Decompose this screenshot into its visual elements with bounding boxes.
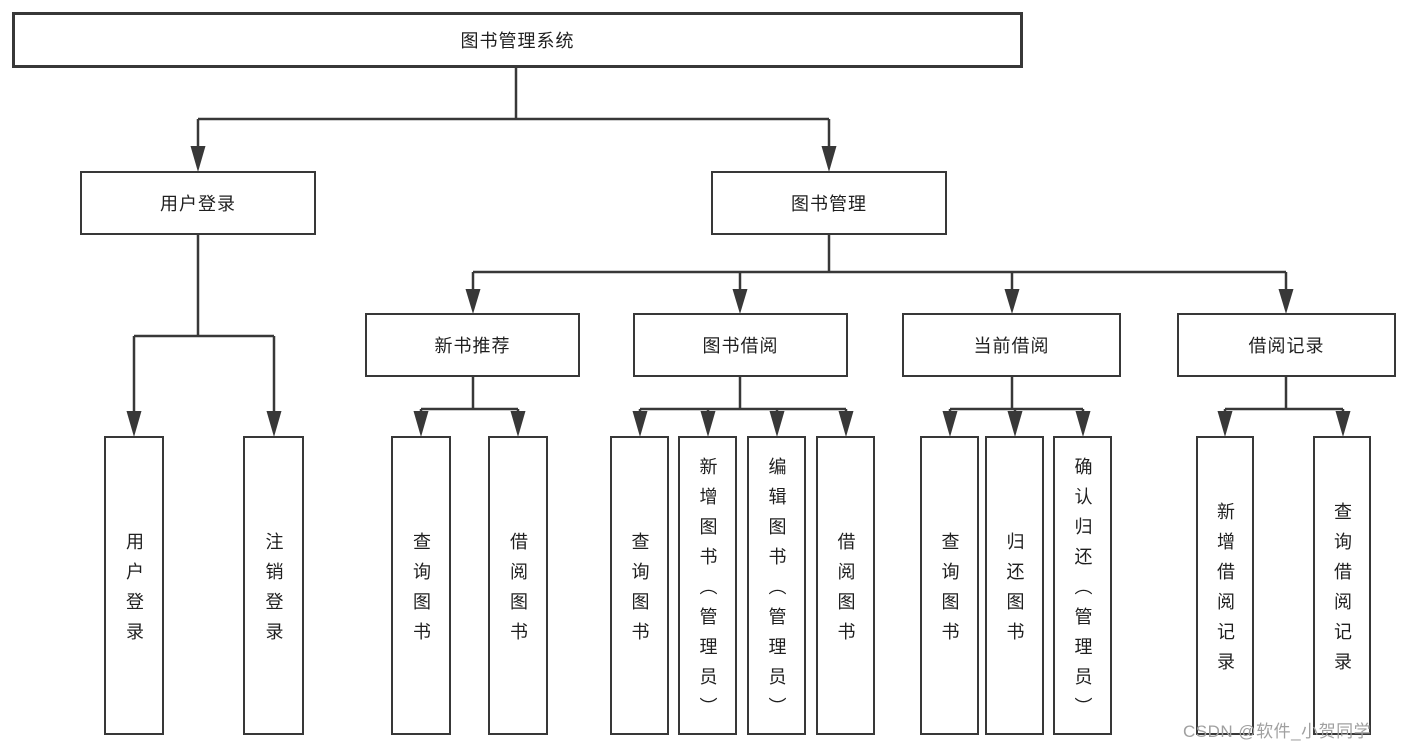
leaf-label: 查询图书 xyxy=(411,531,431,652)
leaf-borrow-books-borrow: 借阅图书 xyxy=(816,436,875,735)
leaf-label: 新增借阅记录 xyxy=(1215,501,1235,682)
leaf-query-books-recommend: 查询图书 xyxy=(391,436,451,735)
leaf-label: 确认归还（管理员） xyxy=(1072,456,1093,727)
node-label: 图书借阅 xyxy=(702,336,779,356)
node-library-management-system: 图书管理系统 xyxy=(12,12,1023,68)
csdn-watermark: CSDN @软件_小贺同学 xyxy=(1183,722,1372,741)
leaf-logout: 注销登录 xyxy=(243,436,304,735)
node-current-borrowing: 当前借阅 xyxy=(902,313,1121,377)
leaf-query-borrow-record: 查询借阅记录 xyxy=(1313,436,1371,735)
node-label: 图书管理系统 xyxy=(460,31,575,51)
leaf-borrow-books-recommend: 借阅图书 xyxy=(488,436,548,735)
node-borrowing-records: 借阅记录 xyxy=(1177,313,1396,377)
node-label: 当前借阅 xyxy=(973,336,1050,356)
node-user-login: 用户登录 xyxy=(80,171,316,235)
node-book-borrowing: 图书借阅 xyxy=(633,313,848,377)
leaf-label: 编辑图书（管理员） xyxy=(766,456,787,727)
node-label: 新书推荐 xyxy=(434,336,511,356)
leaf-add-borrow-record: 新增借阅记录 xyxy=(1196,436,1254,735)
leaf-return-books: 归还图书 xyxy=(985,436,1044,735)
node-label: 图书管理 xyxy=(791,194,867,214)
leaf-label: 查询借阅记录 xyxy=(1332,501,1352,682)
leaf-user-login: 用户登录 xyxy=(104,436,164,735)
node-new-book-recommendation: 新书推荐 xyxy=(365,313,580,377)
leaf-label: 查询图书 xyxy=(629,531,650,652)
leaf-label: 注销登录 xyxy=(263,531,284,652)
node-book-management: 图书管理 xyxy=(711,171,947,235)
leaf-query-books-current: 查询图书 xyxy=(920,436,979,735)
node-label: 借阅记录 xyxy=(1248,336,1325,356)
node-label: 用户登录 xyxy=(160,194,236,214)
leaf-label: 借阅图书 xyxy=(508,531,528,652)
leaf-label: 新增图书（管理员） xyxy=(697,456,718,727)
leaf-confirm-return-admin: 确认归还（管理员） xyxy=(1053,436,1112,735)
leaf-label: 借阅图书 xyxy=(835,531,856,652)
leaf-label: 查询图书 xyxy=(939,531,960,652)
leaf-query-books-borrow: 查询图书 xyxy=(610,436,669,735)
leaf-edit-book-admin: 编辑图书（管理员） xyxy=(747,436,806,735)
leaf-add-book-admin: 新增图书（管理员） xyxy=(678,436,737,735)
leaf-label: 归还图书 xyxy=(1004,531,1025,652)
leaf-label: 用户登录 xyxy=(124,531,144,652)
